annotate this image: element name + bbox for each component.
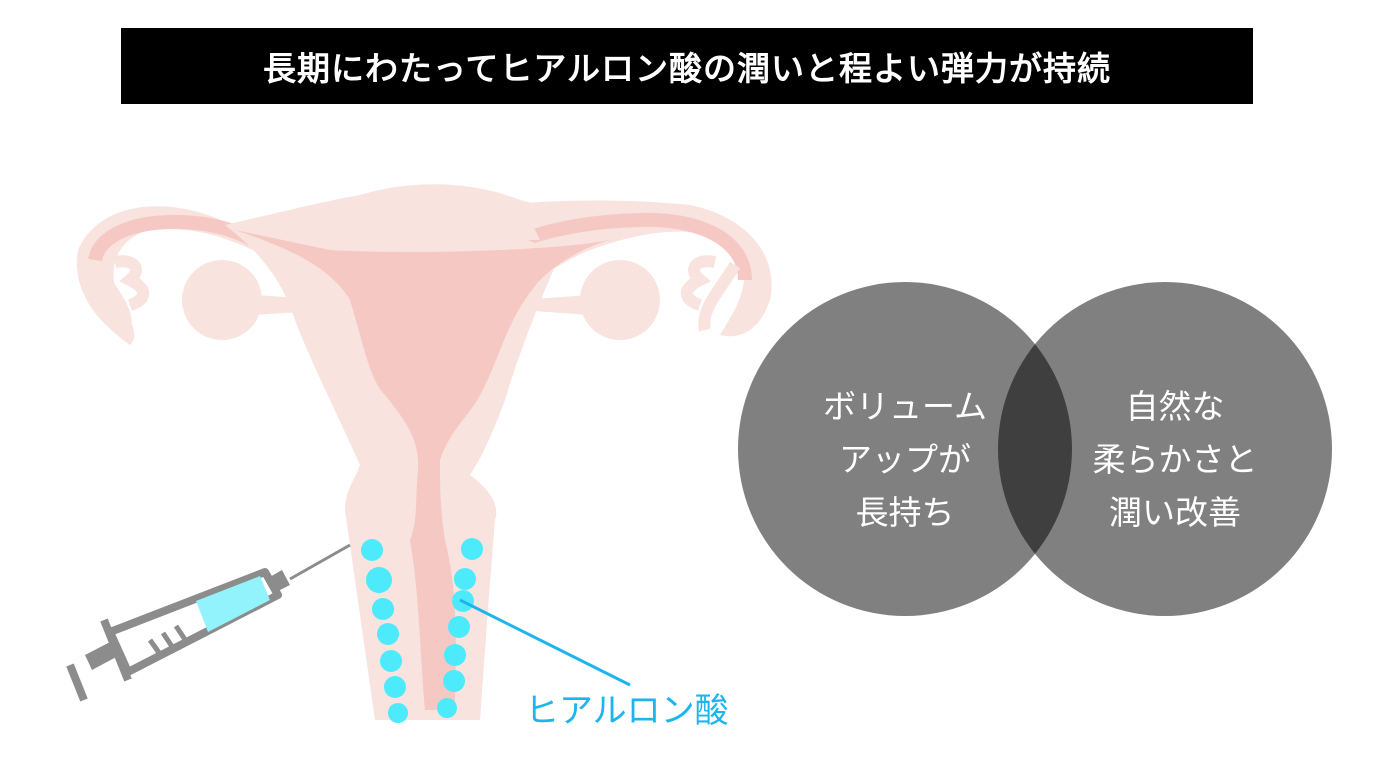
venn-circle-left [738,282,1072,616]
venn-right-line: 柔らかさと [1092,440,1258,479]
venn-circle-right [998,282,1332,616]
venn-right-line: 潤い改善 [1109,493,1241,532]
right-ovary [580,260,660,340]
venn-diagram [738,282,1332,616]
venn-right-text: 自然な 柔らかさと 潤い改善 [1050,380,1300,539]
venn-left-line: ボリューム [822,387,987,426]
venn-right-line: 自然な [1125,387,1225,426]
uterine-cavity [235,230,610,710]
venn-left-line: 長持ち [855,493,955,532]
label-pointer-line [459,598,631,687]
title-text: 長期にわたってヒアルロン酸の潤いと程よい弾力が持続 [262,49,1112,88]
hyaluronic-acid-label: ヒアルロン酸 [525,691,729,731]
venn-left-text: ボリューム アップが 長持ち [780,380,1030,539]
left-ovary [182,260,262,340]
venn-left-line: アップが [839,440,971,479]
syringe-icon [66,543,351,702]
page-title: 長期にわたってヒアルロン酸の潤いと程よい弾力が持続 [121,28,1253,104]
hyaluronic-acid-deposits [361,538,483,723]
uterus-illustration [76,184,772,720]
